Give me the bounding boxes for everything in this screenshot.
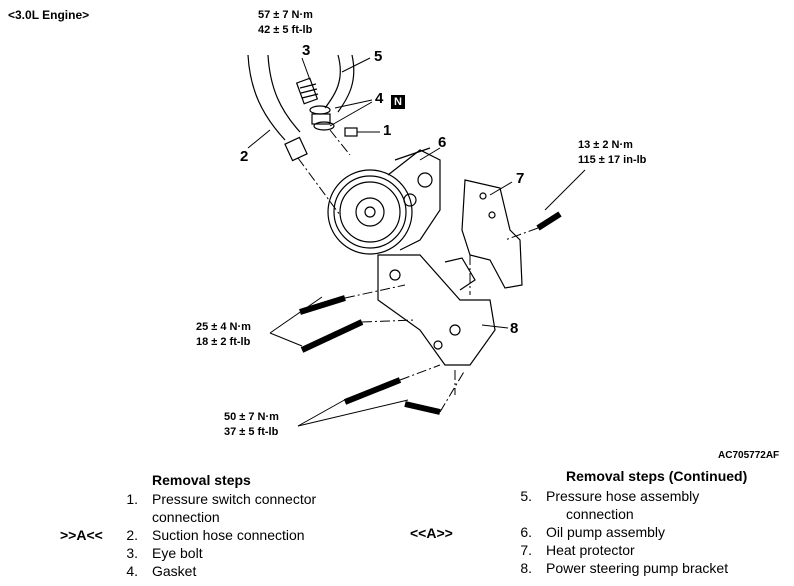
torque-bracket-bolts: 50 ± 7 N·m 37 ± 5 ft-lb	[224, 410, 279, 440]
torque-metric: 57 ± 7 N·m	[258, 9, 313, 21]
removal-steps-continued-list: 5.Pressure hose assembly connection 6.Oi…	[510, 487, 728, 577]
callout-6: 6	[438, 134, 447, 151]
n-badge: N	[391, 92, 405, 110]
callout-5: 5	[374, 48, 383, 65]
removal-steps-continued-title: Removal steps (Continued)	[566, 468, 748, 484]
list-item-continued: connection	[566, 506, 634, 522]
figure-id: AC705772AF	[718, 450, 780, 461]
list-item: 4.Gasket	[126, 563, 197, 579]
callout-4: 4	[375, 90, 384, 107]
list-item: 6.Oil pump assembly	[520, 524, 666, 540]
list-item: 1.Pressure switch connector	[126, 491, 317, 507]
list-item: 7.Heat protector	[520, 542, 635, 558]
procedure-marker: <<A>>	[410, 525, 453, 541]
torque-metric: 50 ± 7 N·m	[224, 411, 279, 423]
removal-steps-title: Removal steps	[152, 472, 251, 488]
list-item-continued: connection	[152, 509, 220, 525]
engine-label: <3.0L Engine>	[8, 8, 90, 22]
torque-imperial: 42 ± 5 ft-lb	[258, 24, 313, 36]
callout-8: 8	[510, 320, 519, 337]
torque-pump-bolts: 25 ± 4 N·m 18 ± 2 ft-lb	[196, 320, 251, 350]
torque-eye-bolt: 57 ± 7 N·m 42 ± 5 ft-lb	[258, 8, 313, 38]
callout-3: 3	[302, 42, 311, 59]
torque-heat-protector-bolt: 13 ± 2 N·m 115 ± 17 in-lb	[578, 138, 646, 168]
list-item: 8.Power steering pump bracket	[520, 560, 729, 576]
torque-imperial: 18 ± 2 ft-lb	[196, 336, 251, 348]
torque-imperial: 115 ± 17 in-lb	[578, 154, 647, 166]
torque-metric: 13 ± 2 N·m	[578, 139, 633, 151]
callout-7: 7	[516, 170, 525, 187]
torque-metric: 25 ± 4 N·m	[196, 321, 251, 333]
torque-imperial: 37 ± 5 ft-lb	[224, 426, 279, 438]
callout-2: 2	[240, 148, 249, 165]
list-item: 5.Pressure hose assembly	[520, 488, 700, 504]
list-item: 3.Eye bolt	[126, 545, 203, 561]
callout-1: 1	[383, 122, 392, 139]
removal-steps-list: 1.Pressure switch connector connection >…	[60, 490, 316, 580]
list-item: >>A<<2.Suction hose connection	[60, 527, 305, 543]
